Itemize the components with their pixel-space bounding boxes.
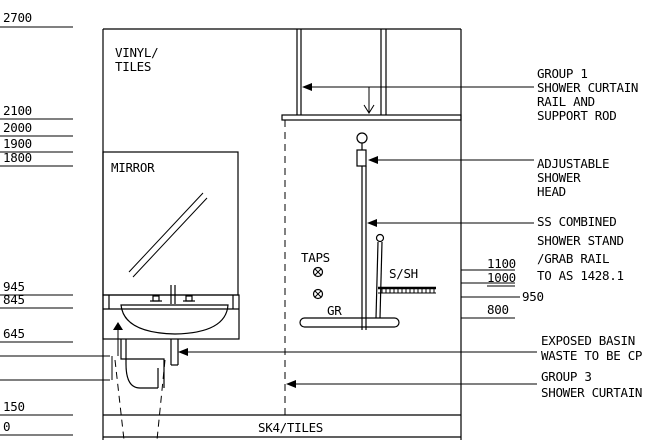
exposed-line-2: WASTE TO BE CP bbox=[541, 348, 642, 363]
callout-adjustable: ADJUSTABLE SHOWER HEAD bbox=[368, 156, 610, 199]
taps-label: TAPS bbox=[301, 250, 330, 265]
vanity-bench bbox=[102, 285, 240, 441]
floor-finish-label: SK4/TILES bbox=[258, 420, 323, 435]
level-845: 845 bbox=[3, 292, 25, 307]
ss-line-4: TO AS 1428.1 bbox=[537, 268, 624, 283]
group1-line-4: SUPPORT ROD bbox=[537, 108, 616, 123]
level-1900: 1900 bbox=[3, 136, 32, 151]
level-0: 0 bbox=[3, 419, 10, 434]
vinyl-tiles-line-1: VINYL/ bbox=[115, 45, 158, 60]
shower-label: S/SH bbox=[389, 266, 418, 281]
basin-arrow bbox=[113, 322, 123, 356]
group3-line-1: GROUP 3 bbox=[541, 369, 592, 384]
group1-line-3: RAIL AND bbox=[537, 94, 595, 109]
level-2000: 2000 bbox=[3, 120, 32, 135]
exposed-line-1: EXPOSED BASIN bbox=[541, 333, 635, 348]
level-945: 945 bbox=[3, 279, 25, 294]
group1-line-1: GROUP 1 bbox=[537, 66, 588, 81]
group3-line-2: SHOWER CURTAIN bbox=[541, 385, 642, 400]
shower-fixture: TAPS S/SH GR bbox=[299, 132, 436, 330]
group1-line-2: SHOWER CURTAIN bbox=[537, 80, 638, 95]
callout-exposed-waste: EXPOSED BASIN WASTE TO BE CP bbox=[178, 333, 642, 363]
mirror: MIRROR bbox=[102, 151, 239, 296]
adjustable-line-2: SHOWER bbox=[537, 170, 581, 185]
level-645: 645 bbox=[3, 326, 25, 341]
shower-curtain bbox=[281, 29, 462, 415]
level-1100: 1100 bbox=[487, 256, 516, 271]
level-800: 800 bbox=[487, 302, 509, 317]
level-150: 150 bbox=[3, 399, 25, 414]
left-level-markers: 2700 2100 2000 1900 1800 945 845 645 150… bbox=[0, 10, 110, 436]
callout-group3: GROUP 3 SHOWER CURTAIN bbox=[286, 369, 642, 400]
adjustable-line-1: ADJUSTABLE bbox=[537, 156, 609, 171]
level-2700: 2700 bbox=[3, 10, 32, 25]
callout-ss-combined: SS COMBINED SHOWER STAND /GRAB RAIL TO A… bbox=[367, 214, 624, 283]
ss-line-2: SHOWER STAND bbox=[537, 233, 624, 248]
callout-group1: GROUP 1 SHOWER CURTAIN RAIL AND SUPPORT … bbox=[302, 66, 638, 123]
ss-line-3: /GRAB RAIL bbox=[537, 251, 609, 266]
level-950: 950 bbox=[522, 289, 544, 304]
wall-frame bbox=[102, 28, 462, 440]
vinyl-tiles-line-2: TILES bbox=[115, 59, 151, 74]
right-level-markers: 1100 1000 950 800 bbox=[461, 256, 544, 319]
ss-line-1: SS COMBINED bbox=[537, 214, 616, 229]
level-1800: 1800 bbox=[3, 150, 32, 165]
adjustable-line-3: HEAD bbox=[537, 184, 566, 199]
level-2100: 2100 bbox=[3, 103, 32, 118]
grab-rail-label: GR bbox=[327, 303, 342, 318]
level-1000: 1000 bbox=[487, 270, 516, 285]
vinyl-tiles-label: VINYL/ TILES bbox=[115, 45, 159, 74]
mirror-label: MIRROR bbox=[111, 160, 155, 175]
